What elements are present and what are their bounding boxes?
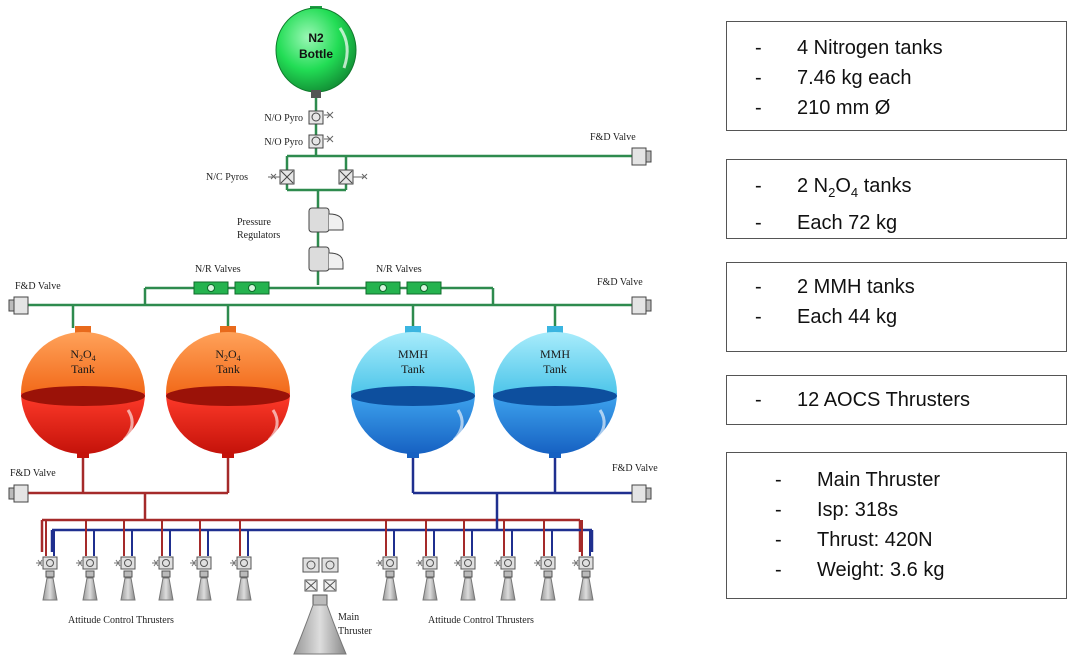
n2o4-info-line: -2 N2O4 tanks <box>755 175 912 200</box>
nr-valves-right: N/R Valves <box>365 264 442 295</box>
fd-valve-low-left: F&D Valve <box>8 468 56 503</box>
attitude-control-thrusters <box>36 556 594 601</box>
main-info-line: -Isp: 318s <box>775 499 899 521</box>
main-thruster: Main Thruster <box>293 557 373 655</box>
attitude-thruster <box>114 556 136 601</box>
main-thruster-label-line2: Thruster <box>338 626 373 637</box>
mmh-info-line: -2 MMH tanks <box>755 276 915 298</box>
main-info-line: -Thrust: 420N <box>775 529 933 551</box>
fd-valve-mid-right-label: F&D Valve <box>597 277 643 288</box>
n2o4-tank-2-label-line2: Tank <box>216 362 240 376</box>
main-thruster-info-box: -Main Thruster -Isp: 318s -Thrust: 420N … <box>726 452 1067 599</box>
main-info-line: -Weight: 3.6 kg <box>775 559 945 581</box>
attitude-thrusters-left-label: Attitude Control Thrusters <box>68 615 174 626</box>
main-info-line: -Main Thruster <box>775 469 941 491</box>
pressure-regulators-label-line2: Regulators <box>237 230 280 241</box>
n2-bottle-label-line1: N2 <box>308 31 324 45</box>
nr-valves-left: N/R Valves <box>193 264 270 295</box>
attitude-thrusters-right-label: Attitude Control Thrusters <box>428 615 534 626</box>
mmh-tank-1-label-line2: Tank <box>401 362 425 376</box>
aocs-info-line: -12 AOCS Thrusters <box>755 389 971 411</box>
oxidizer-lines <box>25 452 582 552</box>
no-pyro-valve-2: N/O Pyro <box>264 134 334 149</box>
attitude-thruster <box>76 556 98 601</box>
thruster-feed-lines <box>45 520 591 556</box>
nitrogen-info-line: -4 Nitrogen tanks <box>755 37 943 59</box>
fd-valve-mid-right: F&D Valve <box>597 277 652 315</box>
no-pyro-valve-1: N/O Pyro <box>264 110 334 125</box>
mmh-info-line: -Each 44 kg <box>755 306 898 328</box>
nc-pyro-valves: N/C Pyros <box>206 169 368 185</box>
n2o4-info-line: -Each 72 kg <box>755 212 898 234</box>
no-pyro-label-1: N/O Pyro <box>264 113 303 124</box>
nitrogen-info-line: -7.46 kg each <box>755 67 912 89</box>
attitude-thruster <box>454 556 476 601</box>
attitude-thruster <box>416 556 438 601</box>
nitrogen-info-line: -210 mm Ø <box>755 97 891 119</box>
fd-valve-mid-left-label: F&D Valve <box>15 281 61 292</box>
attitude-thruster <box>152 556 174 601</box>
n2o4-tank-2-label-line1: N2O4 <box>215 347 240 363</box>
nr-valves-left-label: N/R Valves <box>195 264 241 275</box>
n2o4-info-box: -2 N2O4 tanks -Each 72 kg <box>726 159 1067 239</box>
n2o4-tank-1: N2O4 Tank <box>21 326 145 458</box>
fuel-lines <box>50 452 635 552</box>
fd-valve-mid-left: F&D Valve <box>8 281 61 315</box>
nr-valves-right-label: N/R Valves <box>376 264 422 275</box>
n2o4-tank-1-label-line1: N2O4 <box>70 347 95 363</box>
n2o4-tank-2: N2O4 Tank <box>166 326 290 458</box>
n2-bottle-label-line2: Bottle <box>299 47 333 61</box>
fd-valve-low-left-label: F&D Valve <box>10 468 56 479</box>
attitude-thruster <box>534 556 556 601</box>
mmh-tank-2-label-line1: MMH <box>540 347 570 361</box>
mmh-tank-1-label-line1: MMH <box>398 347 428 361</box>
n2o4-tank-1-label-line2: Tank <box>71 362 95 376</box>
aocs-info-box: -12 AOCS Thrusters <box>726 375 1067 425</box>
pressure-regulators: Pressure Regulators <box>237 207 344 272</box>
mmh-tank-1: MMH Tank <box>351 326 475 458</box>
no-pyro-label-2: N/O Pyro <box>264 137 303 148</box>
propulsion-schematic: N2 Bottle N/O Pyro N/O Pyro N/C Pyros Pr… <box>8 6 658 655</box>
pressure-regulators-label-line1: Pressure <box>237 217 271 228</box>
mmh-tank-2: MMH Tank <box>493 326 617 458</box>
nc-pyros-label: N/C Pyros <box>206 172 248 183</box>
nitrogen-info-box: -4 Nitrogen tanks -7.46 kg each -210 mm … <box>726 21 1067 131</box>
n2-bottle: N2 Bottle <box>275 6 357 98</box>
fd-valve-low-right-label: F&D Valve <box>612 463 658 474</box>
attitude-thruster <box>572 556 594 601</box>
mmh-tank-2-label-line2: Tank <box>543 362 567 376</box>
attitude-thruster <box>376 556 398 601</box>
attitude-thruster <box>36 556 58 601</box>
main-thruster-label-line1: Main <box>338 612 359 623</box>
fd-valve-low-right: F&D Valve <box>612 463 658 503</box>
pressurant-lines <box>25 95 635 328</box>
attitude-thruster <box>494 556 516 601</box>
attitude-thruster <box>190 556 212 601</box>
mmh-info-box: -2 MMH tanks -Each 44 kg <box>726 262 1067 352</box>
fd-valve-top-right-label: F&D Valve <box>590 132 636 143</box>
fd-valve-top-right: F&D Valve <box>590 132 652 166</box>
attitude-thruster <box>230 556 252 601</box>
